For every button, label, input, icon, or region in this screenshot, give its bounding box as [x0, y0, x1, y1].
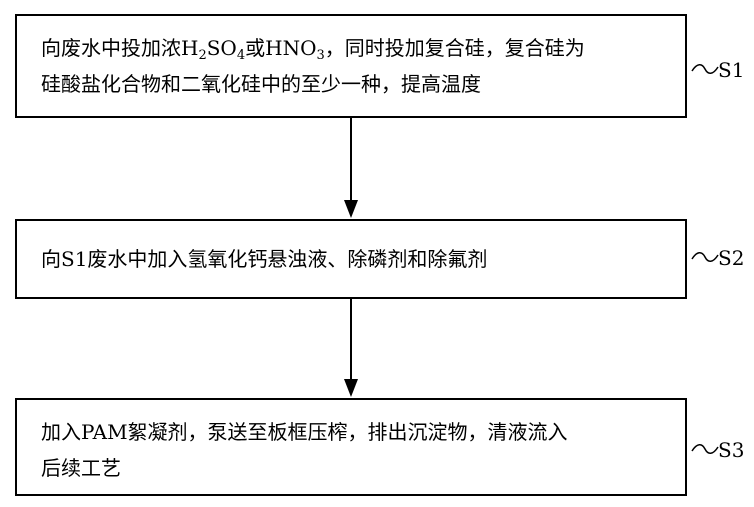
step-s1-line1-part-a: 向废水中投加浓H	[41, 36, 199, 60]
step-text-s2: 向S1废水中加入氢氧化钙悬浊液、除磷剂和除氟剂	[41, 247, 488, 271]
step-text-s1: 向废水中投加浓H2SO4或HNO3，同时投加复合硅，复合硅为 硅酸盐化合物和二氧…	[41, 30, 665, 102]
step-s1-line2: 硅酸盐化合物和二氧化硅中的至少一种，提高温度	[41, 72, 481, 96]
step-s1-line1-part-b: SO	[206, 36, 237, 60]
step-box-s2: 向S1废水中加入氢氧化钙悬浊液、除磷剂和除氟剂	[15, 219, 687, 299]
step-s1-subscript-2: 4	[236, 48, 246, 63]
tilde-connector-s3	[691, 444, 719, 454]
step-box-s1: 向废水中投加浓H2SO4或HNO3，同时投加复合硅，复合硅为 硅酸盐化合物和二氧…	[15, 14, 687, 118]
step-s3-line1: 加入PAM絮凝剂，泵送至板框压榨，排出沉淀物，清液流入	[41, 420, 568, 444]
flow-arrow-s2-to-s3	[344, 299, 358, 397]
step-label-s1: S1	[718, 58, 745, 82]
step-text-s3: 加入PAM絮凝剂，泵送至板框压榨，排出沉淀物，清液流入 后续工艺	[41, 414, 665, 486]
step-box-s3: 加入PAM絮凝剂，泵送至板框压榨，排出沉淀物，清液流入 后续工艺	[15, 398, 687, 496]
step-s1-line1: 向废水中投加浓H2SO4或HNO3，同时投加复合硅，复合硅为	[41, 36, 585, 63]
step-s3-line2: 后续工艺	[41, 456, 121, 480]
step-s1-subscript-1: 2	[198, 48, 207, 63]
tilde-connector-s1	[691, 64, 719, 74]
step-s1-line1-part-d: ，同时投加复合硅，复合硅为	[324, 36, 585, 60]
step-s1-line1-part-c: 或HNO	[245, 36, 317, 60]
tilde-connector-s2	[691, 252, 719, 262]
step-label-s2: S2	[718, 246, 745, 270]
step-label-s3: S3	[718, 438, 745, 462]
flow-arrow-s1-to-s2	[344, 118, 358, 218]
step-s1-subscript-3: 3	[316, 48, 325, 63]
